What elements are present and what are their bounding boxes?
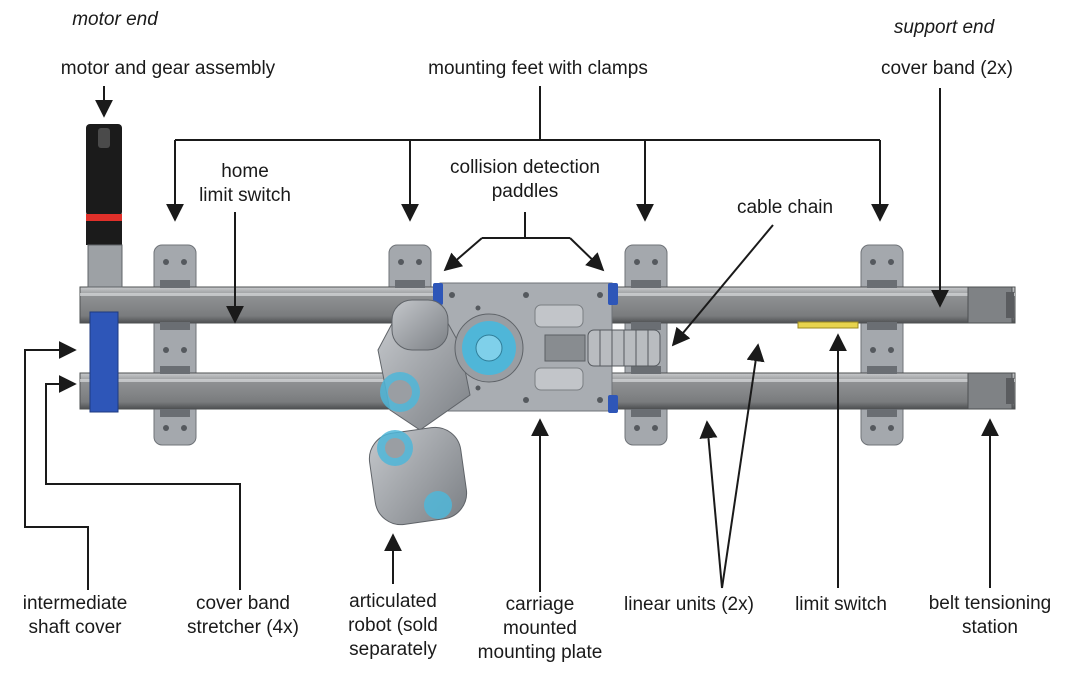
label-line: belt tensioning [928, 593, 1052, 614]
label-line: station [962, 617, 1018, 638]
intermediate-shaft-cover [89, 311, 119, 413]
articulated-robot [368, 299, 524, 526]
label-line: collision detection [450, 157, 600, 178]
label-line: carriage [505, 594, 575, 615]
belt-tensioning-station [967, 286, 1014, 410]
label-line: robot (sold [348, 615, 438, 636]
articulated-robot-label: articulated robot (sold separately [330, 590, 456, 662]
label-line: separately [349, 639, 437, 660]
intermediate-shaft-label: intermediate shaft cover [5, 592, 145, 640]
label-line: home [221, 161, 269, 182]
label-line: mounting plate [477, 642, 603, 663]
limit-switch-label: limit switch [795, 594, 887, 615]
cable-chain [587, 329, 661, 367]
support-end-label: support end [893, 17, 995, 38]
mounting-feet-label: mounting feet with clamps [428, 58, 648, 79]
cover-band-stretcher-label: cover band stretcher (4x) [172, 592, 314, 640]
label-line: mounted [503, 618, 577, 639]
linear-units-label: linear units (2x) [624, 594, 754, 615]
collision-paddle [433, 283, 443, 305]
label-line: articulated [349, 591, 437, 612]
home-limit-switch-label: home limit switch [180, 160, 310, 208]
cover-band-label: cover band (2x) [880, 58, 1013, 79]
label-line: shaft cover [28, 617, 122, 638]
carriage-plate-label: carriage mounted mounting plate [460, 593, 620, 665]
label-line: stretcher (4x) [187, 617, 299, 638]
limit-switch-sensor [797, 321, 859, 329]
label-line: intermediate [22, 593, 128, 614]
collision-paddle [608, 395, 618, 413]
label-line: limit switch [199, 185, 291, 206]
cable-chain-label: cable chain [736, 197, 834, 218]
label-line: paddles [491, 181, 559, 202]
collision-paddles-label: collision detection paddles [425, 156, 625, 204]
label-line: cover band [195, 593, 290, 614]
collision-paddle [608, 283, 618, 305]
belt-tensioning-label: belt tensioning station [910, 592, 1070, 640]
motor-gear-assembly [86, 124, 123, 288]
motor-end-label: motor end [72, 9, 158, 30]
motor-gear-label: motor and gear assembly [60, 58, 276, 79]
